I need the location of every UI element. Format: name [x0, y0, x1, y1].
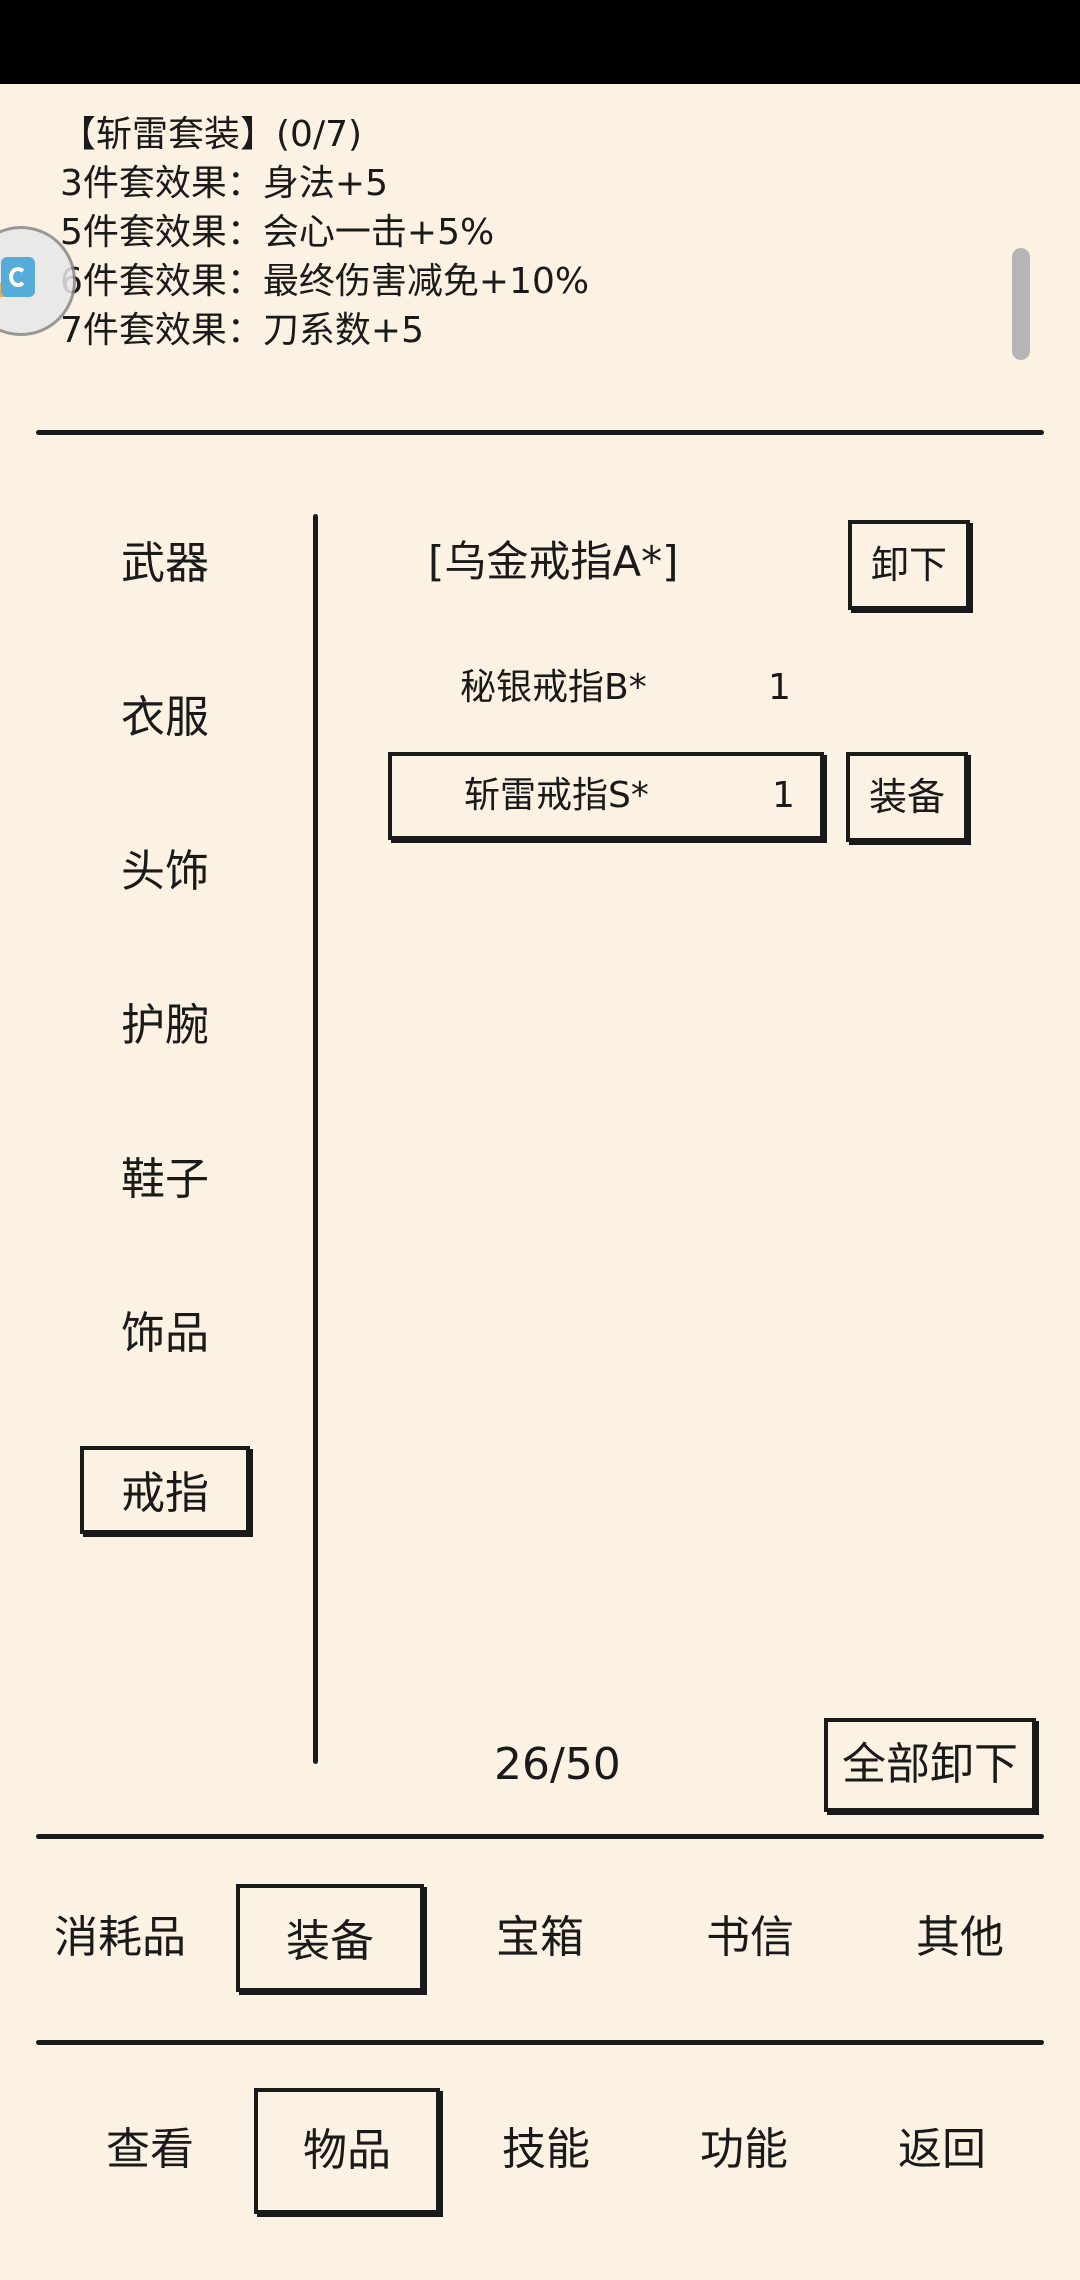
item-row-selected[interactable]: 斩雷戒指S* 1 [388, 752, 824, 840]
tab-letters[interactable]: 书信 [706, 1912, 794, 1963]
divider [36, 2040, 1044, 2045]
category-ring[interactable]: 戒指 [80, 1446, 250, 1534]
divider [36, 1834, 1044, 1839]
set-bonus-panel: 【斩雷套装】(0/7) 3件套效果：身法+5 5件套效果：会心一击+5% 6件套… [60, 110, 960, 355]
nav-functions[interactable]: 功能 [700, 2124, 788, 2175]
equipped-item-name: [乌金戒指A*] [428, 537, 679, 586]
set-bonus-line: 5件套效果：会心一击+5% [60, 212, 495, 253]
scrollbar[interactable] [1012, 248, 1030, 360]
unequip-button[interactable]: 卸下 [848, 520, 970, 610]
category-clothes[interactable]: 衣服 [121, 692, 209, 743]
item-name: 秘银戒指B* [460, 667, 647, 708]
nav-back[interactable]: 返回 [898, 2124, 986, 2175]
tab-consumables[interactable]: 消耗品 [54, 1912, 186, 1963]
tab-other[interactable]: 其他 [916, 1912, 1004, 1963]
badge-glyph [1, 257, 35, 297]
item-row[interactable]: 秘银戒指B* 1 [388, 648, 824, 736]
set-bonus-line: 3件套效果：身法+5 [60, 163, 388, 204]
category-accessory[interactable]: 饰品 [121, 1308, 209, 1359]
column-divider [313, 514, 318, 1764]
nav-items[interactable]: 物品 [254, 2088, 440, 2214]
inventory-count: 26/50 [494, 1739, 621, 1790]
category-headwear[interactable]: 头饰 [121, 846, 209, 897]
divider [36, 430, 1044, 435]
unequip-all-button[interactable]: 全部卸下 [824, 1718, 1036, 1812]
item-count: 1 [768, 667, 791, 708]
item-count: 1 [772, 775, 795, 816]
nav-skills[interactable]: 技能 [502, 2124, 590, 2175]
tab-chests[interactable]: 宝箱 [496, 1912, 584, 1963]
set-bonus-title: 【斩雷套装】(0/7) [60, 114, 363, 155]
tab-equipment[interactable]: 装备 [236, 1884, 424, 1992]
category-bracer[interactable]: 护腕 [121, 1000, 209, 1051]
nav-view[interactable]: 查看 [106, 2124, 194, 2175]
category-weapon[interactable]: 武器 [121, 538, 209, 589]
set-bonus-line: 6件套效果：最终伤害减免+10% [60, 261, 590, 302]
category-shoes[interactable]: 鞋子 [121, 1154, 209, 1205]
equip-button[interactable]: 装备 [846, 752, 968, 842]
item-name: 斩雷戒指S* [464, 775, 649, 816]
status-bar [0, 0, 1080, 84]
set-bonus-line: 7件套效果：刀系数+5 [60, 310, 424, 351]
